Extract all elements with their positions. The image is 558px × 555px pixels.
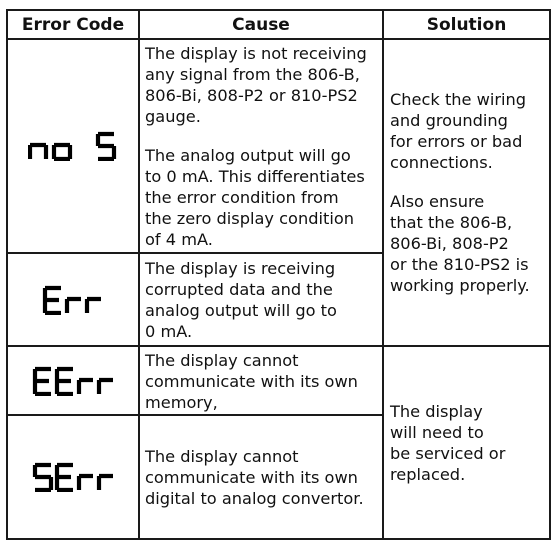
row-divider-1 bbox=[6, 252, 384, 254]
error-code-err bbox=[8, 254, 138, 345]
cause-row2: The display is receiving corrupted data … bbox=[145, 259, 337, 341]
column-divider-1 bbox=[138, 9, 140, 540]
table-border-left bbox=[6, 9, 8, 540]
seven-segment-display bbox=[28, 131, 117, 161]
solution-group2: The display will need to be serviced or … bbox=[390, 402, 506, 484]
solution-group1-para1: Check the wiring and grounding for error… bbox=[390, 90, 527, 172]
cause-row1-para2: The analog output will go to 0 mA. This … bbox=[145, 146, 365, 249]
header-error-code: Error Code bbox=[21, 14, 125, 35]
cause-row3: The display cannot communicate with its … bbox=[145, 351, 358, 412]
solution-group1-para2: Also ensure that the 806-B, 806-Bi, 808-… bbox=[390, 192, 530, 295]
table-border-bottom bbox=[6, 538, 551, 540]
row-divider-3 bbox=[6, 414, 384, 416]
row-divider-2 bbox=[6, 345, 551, 347]
header-cause: Cause bbox=[232, 14, 290, 35]
table-border-right bbox=[549, 9, 551, 540]
column-divider-2 bbox=[382, 9, 384, 540]
table-border-top bbox=[6, 9, 551, 11]
seven-segment-display bbox=[32, 462, 113, 492]
seven-segment-display bbox=[42, 285, 101, 315]
seven-segment-display bbox=[32, 366, 113, 396]
cause-row4: The display cannot communicate with its … bbox=[145, 447, 364, 508]
header-solution: Solution bbox=[426, 14, 507, 35]
error-code-eerr bbox=[8, 347, 138, 414]
error-code-no-s bbox=[8, 40, 138, 252]
error-code-serr bbox=[8, 416, 138, 538]
cause-row1-para1: The display is not receiving any signal … bbox=[145, 44, 367, 126]
header-divider bbox=[6, 38, 551, 40]
